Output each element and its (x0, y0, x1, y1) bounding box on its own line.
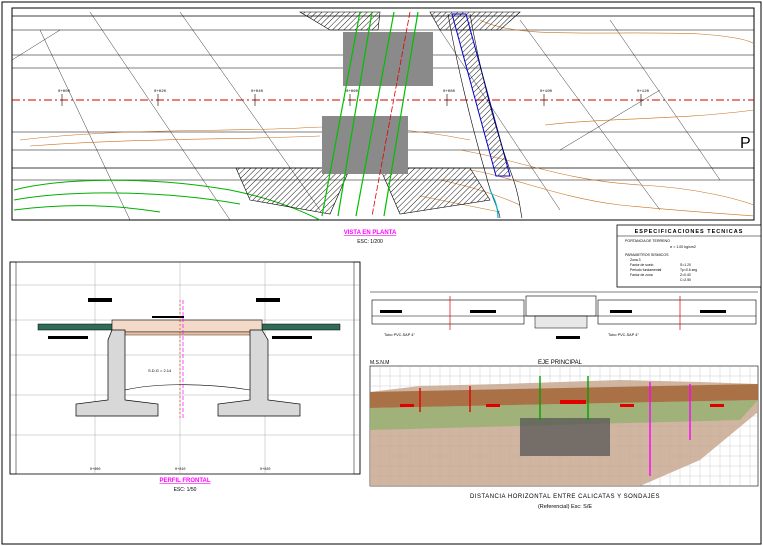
elevation-note: S.D.G = 2.14 (148, 368, 172, 373)
deck-block-upper (343, 32, 433, 86)
specs-line10: Z=0.40 (680, 273, 691, 277)
svg-text:0+060: 0+060 (346, 90, 359, 94)
deck-section (111, 319, 263, 333)
plan-title: VISTA EN PLANTA (344, 230, 397, 236)
specs-line6: S=1.20 (680, 263, 691, 267)
abutment-left (75, 329, 159, 417)
plan-frame (11, 7, 755, 221)
specs-line3: PARAMETROS SISMICOS (625, 253, 669, 257)
pipe-left: Tubo PVC-SAP 4" (384, 333, 415, 337)
svg-text:0+080: 0+080 (443, 90, 456, 94)
plan-scale: ESC: 1/200 (357, 239, 383, 245)
elevation-title: PERFIL FRONTAL (159, 478, 210, 484)
svg-text:0+040: 0+040 (251, 90, 264, 94)
specs-line1: PORTANCIA DE TERRENO (625, 239, 670, 243)
soil-profile: M.S.N.M EJE PRINCIPAL DISTANCIA HORIZONT… (369, 360, 759, 510)
specs-line2: σ = 1.00 kg/cm2 (670, 245, 696, 249)
profile-axis-label: M.S.N.M (370, 360, 389, 366)
svg-text:0+020: 0+020 (154, 90, 167, 94)
river-channel (451, 13, 511, 177)
svg-text:0+000: 0+000 (90, 468, 101, 472)
specs-line9: Factor de zona (630, 273, 653, 277)
specs-box: ESPECIFICACIONES TECNICAS PORTANCIA DE T… (616, 224, 762, 288)
svg-text:0+100: 0+100 (540, 90, 553, 94)
elevation-scale: ESC: 1/50 (174, 487, 197, 493)
profile-caption: DISTANCIA HORIZONTAL ENTRE CALICATAS Y S… (470, 494, 660, 500)
specs-line8: Tp=0.6 seg (680, 268, 697, 272)
specs-line11: C=2.50 (680, 278, 691, 282)
svg-text:0+000: 0+000 (58, 90, 71, 94)
svg-text:0+120: 0+120 (637, 90, 650, 94)
specs-line4: Zona 3 (630, 258, 641, 262)
specs-title: ESPECIFICACIONES TECNICAS (635, 229, 744, 235)
rock-block (520, 418, 610, 456)
abutment-right (217, 329, 301, 417)
pipe-right: Tubo PVC-SAP 4" (608, 333, 639, 337)
svg-text:0+020: 0+020 (260, 468, 271, 472)
cross-section: Tubo PVC-SAP 4" Tubo PVC-SAP 4" (370, 291, 758, 339)
deck-block-lower (322, 116, 408, 174)
profile-subcaption: (Referencial) Esc: S/E (538, 504, 592, 510)
svg-text:0+010: 0+010 (175, 468, 186, 472)
specs-line5: Factor de suelo (630, 263, 653, 267)
specs-line7: Periodo fundamental (630, 268, 662, 272)
sheet-letter: P (740, 135, 751, 152)
plan-view: 0+000 0+020 0+040 0+060 0+080 0+100 0+120 P (11, 11, 755, 221)
profile-eje: EJE PRINCIPAL (538, 360, 583, 366)
front-elevation: S.D.G = 2.14 0+000 0+010 0+020 (9, 261, 361, 475)
